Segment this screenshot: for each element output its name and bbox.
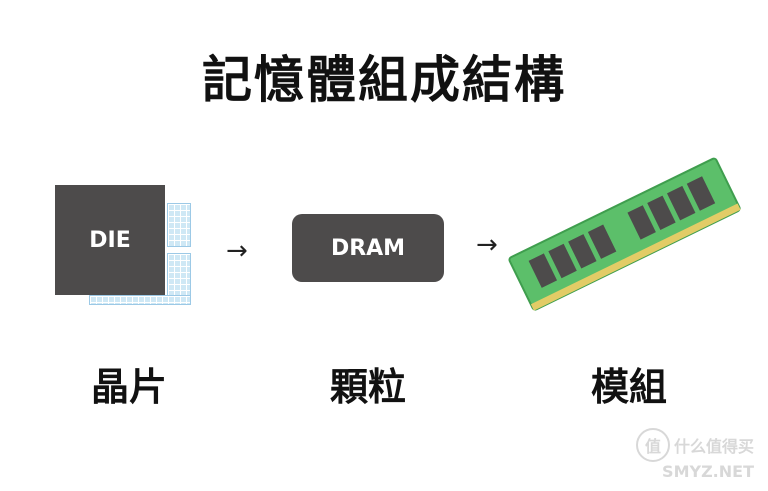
watermark-brand: 什么值得买 — [673, 437, 754, 456]
page-title: 記憶體組成結構 — [202, 51, 566, 109]
stage-label-dram: 顆粒 — [329, 365, 406, 409]
arrow-icon: → — [226, 236, 248, 266]
die-diagram: DIE — [55, 185, 195, 305]
die-chip: DIE — [55, 185, 165, 295]
module-chip — [627, 205, 656, 240]
dram-chip-label: DRAM — [330, 235, 406, 261]
wafer-grid-right-bottom — [167, 253, 191, 303]
watermark: 值 什么值得买 SMYZ.NET — [635, 428, 754, 481]
module-chip — [686, 176, 716, 211]
module-chip — [548, 243, 577, 279]
dram-chip: DRAM — [292, 214, 444, 282]
wafer-grid-bottom — [89, 295, 191, 305]
module-board — [508, 157, 741, 311]
module-contacts — [530, 203, 741, 311]
arrow-icon: → — [476, 230, 498, 260]
stage-label-module: 模組 — [590, 365, 667, 409]
die-chip-label: DIE — [89, 227, 131, 253]
memory-module-icon — [508, 157, 741, 311]
watermark-logo-icon: 值 — [635, 428, 670, 462]
watermark-domain: SMYZ.NET — [662, 462, 754, 481]
stage-label-die: 晶片 — [90, 365, 167, 409]
module-chip — [587, 224, 617, 259]
module-chip — [528, 253, 558, 288]
module-chip — [568, 234, 597, 269]
module-chip — [647, 195, 676, 230]
module-chip — [667, 185, 696, 221]
wafer-grid-right-top — [167, 203, 191, 247]
